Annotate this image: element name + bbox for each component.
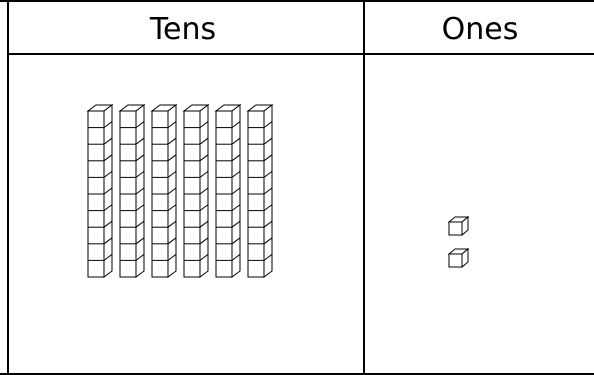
tens-rod <box>152 105 176 277</box>
tens-blocks-area <box>88 105 272 277</box>
tens-rod <box>216 105 240 277</box>
cube-front-face <box>449 254 462 267</box>
tens-header: Tens <box>149 12 216 47</box>
tens-rod <box>120 105 144 277</box>
tens-rod <box>184 105 208 277</box>
ones-cube <box>449 217 468 235</box>
ones-blocks-area <box>449 217 468 267</box>
tens-rod <box>248 105 272 277</box>
cube-front-face <box>449 222 462 235</box>
ones-cube <box>449 249 468 267</box>
ones-header: Ones <box>442 12 519 47</box>
tens-rod <box>88 105 112 277</box>
